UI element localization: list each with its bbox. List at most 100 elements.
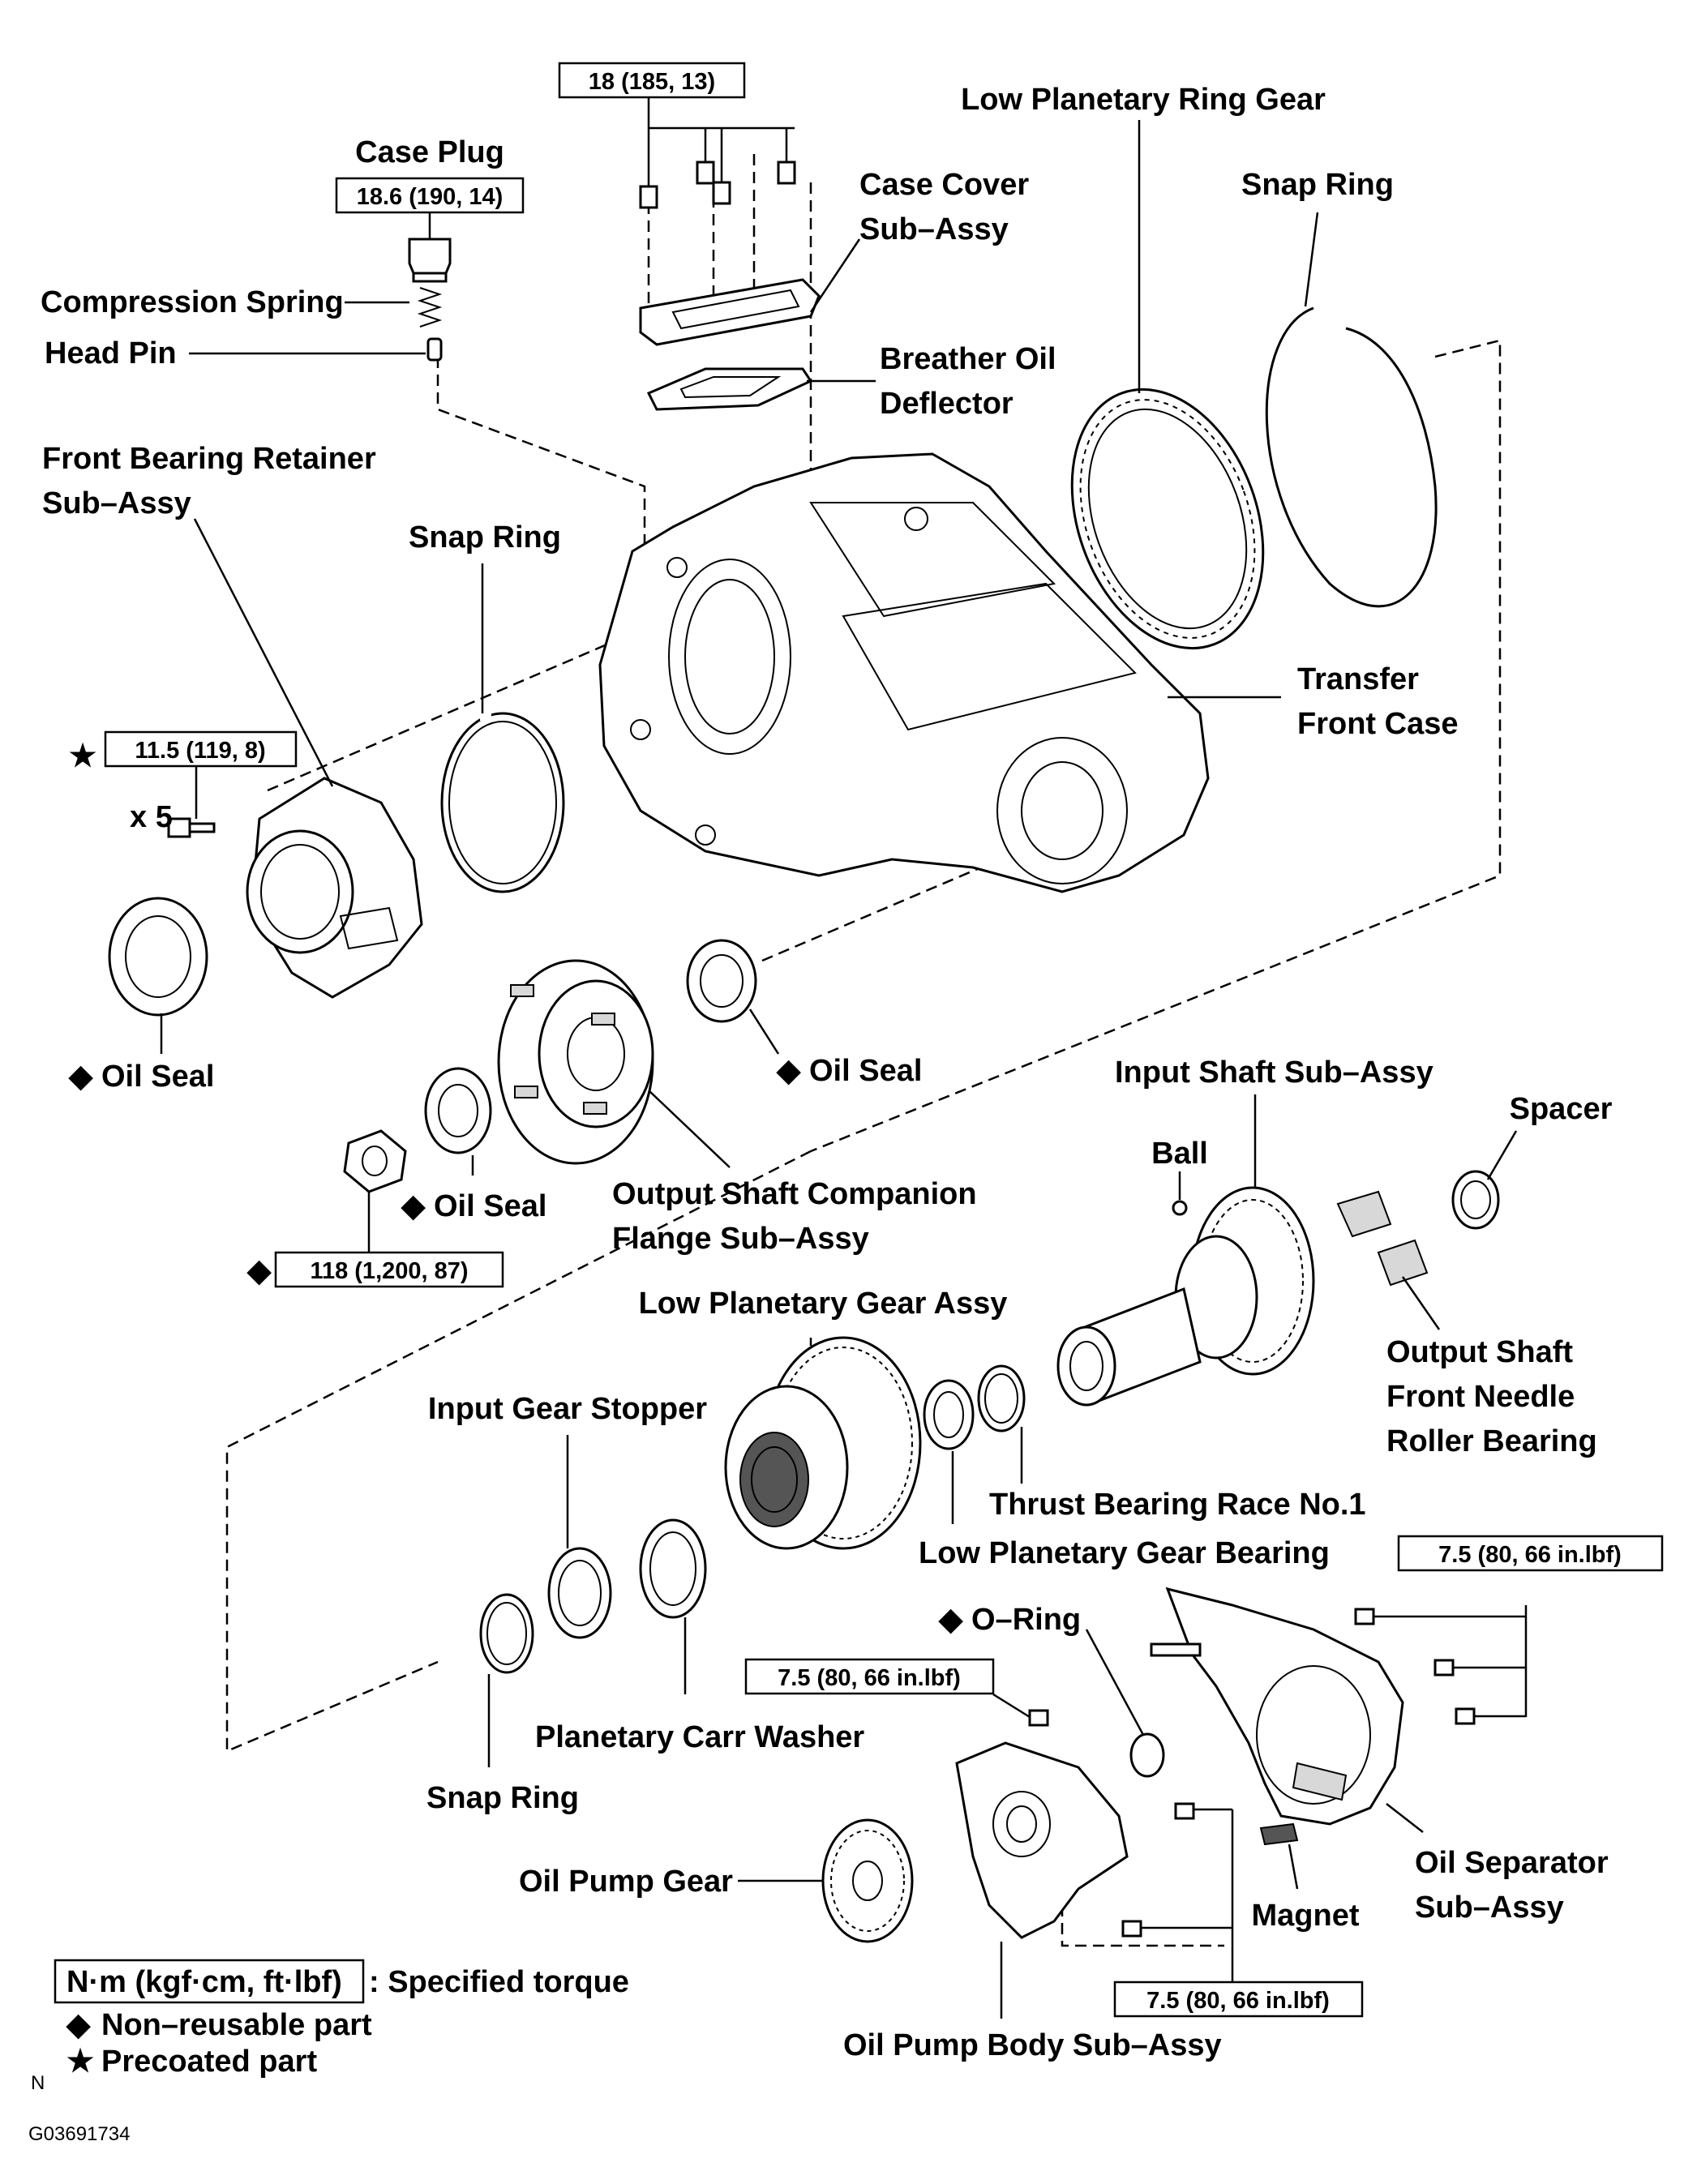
washer-inner xyxy=(649,1531,696,1606)
label-transfer-case-1: Transfer xyxy=(1297,662,1419,696)
leader-line xyxy=(748,1008,780,1055)
oil-pump-gear-part xyxy=(821,1818,914,1943)
input-shaft-part xyxy=(1056,1186,1315,1407)
leader-line xyxy=(1401,1276,1441,1330)
bolt-thread xyxy=(188,822,216,833)
flange-stud xyxy=(514,1086,538,1098)
legend-star-symbol: ★ xyxy=(66,2045,94,2079)
spacer-inner xyxy=(1460,1180,1491,1219)
retainer-bore-inner xyxy=(260,844,340,940)
nut-icon xyxy=(343,1129,407,1193)
label-front-bearing-1: Front Bearing Retainer xyxy=(42,442,376,476)
bolt-icon xyxy=(777,161,796,185)
race-inner xyxy=(984,1373,1018,1424)
label-magnet: Magnet xyxy=(1252,1899,1360,1933)
label-compression-spring: Compression Spring xyxy=(41,285,344,319)
snap-ring-mid-part xyxy=(440,709,565,893)
carr-washer-part xyxy=(639,1518,707,1619)
needle-bearing-half xyxy=(1377,1239,1429,1287)
bearing-inner xyxy=(933,1391,964,1438)
retainer-tab xyxy=(339,906,399,950)
label-oil-seal-left: Oil Seal xyxy=(101,1060,214,1094)
label-o-ring: O–Ring xyxy=(971,1603,1081,1637)
torque-box xyxy=(104,730,298,768)
front-bearing-retainer-part xyxy=(246,777,423,999)
label-case-cover-1: Case Cover xyxy=(859,168,1029,202)
o-ring-part xyxy=(1129,1732,1165,1778)
leader-line xyxy=(1304,212,1319,307)
nut-bore xyxy=(362,1146,388,1176)
torque-box xyxy=(558,62,746,99)
leader-lines xyxy=(160,97,1528,2019)
pump-body-bore xyxy=(992,1791,1051,1857)
ring-gear-part xyxy=(1070,388,1265,650)
label-front-bearing-2: Sub–Assy xyxy=(42,486,191,520)
bolt-icon xyxy=(1028,1709,1049,1727)
o-ring-icon xyxy=(1129,1732,1165,1778)
label-case-cover-2: Sub–Assy xyxy=(859,212,1009,246)
low-gear-assy-part xyxy=(724,1336,922,1550)
separator-screen xyxy=(1292,1762,1348,1801)
thrust-race-part xyxy=(977,1364,1026,1432)
leader-line xyxy=(809,238,861,313)
dash-pump-bolts xyxy=(1061,1905,1224,1947)
ball-icon xyxy=(1172,1200,1188,1216)
label-thrust-race: Thrust Bearing Race No.1 xyxy=(989,1488,1366,1522)
separator-pipe xyxy=(1150,1642,1202,1657)
dash-oilseal-axis xyxy=(761,866,982,962)
case-plug-icon xyxy=(408,238,452,275)
dash-left-axis xyxy=(267,639,617,792)
case-cover-part xyxy=(639,278,821,346)
oil-seal-inner xyxy=(438,1084,478,1137)
transfer-case-part xyxy=(598,452,1210,893)
needle-bearing-half xyxy=(1336,1190,1392,1238)
flange-stud xyxy=(510,984,534,997)
snap-ring-icon xyxy=(440,712,565,893)
companion-flange-part xyxy=(497,959,654,1165)
legend: N·m (kgf·cm, ft·lbf) : Specified torque … xyxy=(54,1959,629,2079)
label-needle-1: Output Shaft xyxy=(1386,1335,1573,1369)
input-shaft-bore xyxy=(1069,1341,1103,1391)
flange-hub xyxy=(538,979,654,1128)
case-boss xyxy=(666,557,688,578)
oil-seal-inner xyxy=(700,954,744,1008)
case-front-bore-outer xyxy=(668,559,791,755)
magnet-part xyxy=(1259,1822,1299,1846)
part-labels: Case Plug Compression Spring Head Pin Ca… xyxy=(41,83,1613,2062)
label-flange-1: Output Shaft Companion xyxy=(612,1177,977,1211)
oil-seal-left-part xyxy=(108,897,208,1017)
label-low-gear-bearing: Low Planetary Gear Bearing xyxy=(919,1536,1330,1570)
oil-pump-bolts xyxy=(1028,1709,1195,1938)
bolt-icon xyxy=(1174,1802,1195,1820)
torque-oil-pump-top: 7.5 (80, 66 in.lbf) xyxy=(778,1665,961,1691)
legend-torque-desc: : Specified torque xyxy=(369,1965,629,1999)
oil-seal-icon xyxy=(686,939,757,1023)
torque-retainer: 11.5 (119, 8) xyxy=(135,738,265,764)
bolt-icon xyxy=(696,161,715,185)
bolt-icon xyxy=(639,185,658,209)
leader-line xyxy=(193,518,334,787)
spring-icon xyxy=(417,287,443,328)
spacer-part xyxy=(1451,1170,1500,1230)
bolt-icon xyxy=(1455,1707,1476,1725)
footer: N G03691734 xyxy=(28,2072,130,2145)
case-plug-thread xyxy=(412,272,448,283)
oil-seal-icon xyxy=(424,1067,492,1154)
label-input-shaft: Input Shaft Sub–Assy xyxy=(1115,1056,1433,1090)
label-breather-2: Deflector xyxy=(880,387,1013,421)
torque-box xyxy=(1397,1535,1664,1572)
spacer-icon xyxy=(1451,1170,1500,1230)
case-top-rib xyxy=(809,502,1056,618)
separator-bore xyxy=(1256,1665,1371,1805)
ball-part xyxy=(1172,1200,1188,1216)
dash-plug-to-case xyxy=(436,357,646,551)
snap-ring-icon xyxy=(479,1593,534,1674)
case-cover-bolts xyxy=(639,161,796,209)
label-snap-ring-bottom: Snap Ring xyxy=(426,1781,579,1815)
oil-seal-inner xyxy=(125,915,191,998)
leader-line xyxy=(648,1090,731,1168)
torque-flange-nut: 118 (1,200, 87) xyxy=(310,1258,468,1284)
input-shaft-end xyxy=(1056,1325,1116,1407)
label-breather-1: Breather Oil xyxy=(880,342,1056,376)
